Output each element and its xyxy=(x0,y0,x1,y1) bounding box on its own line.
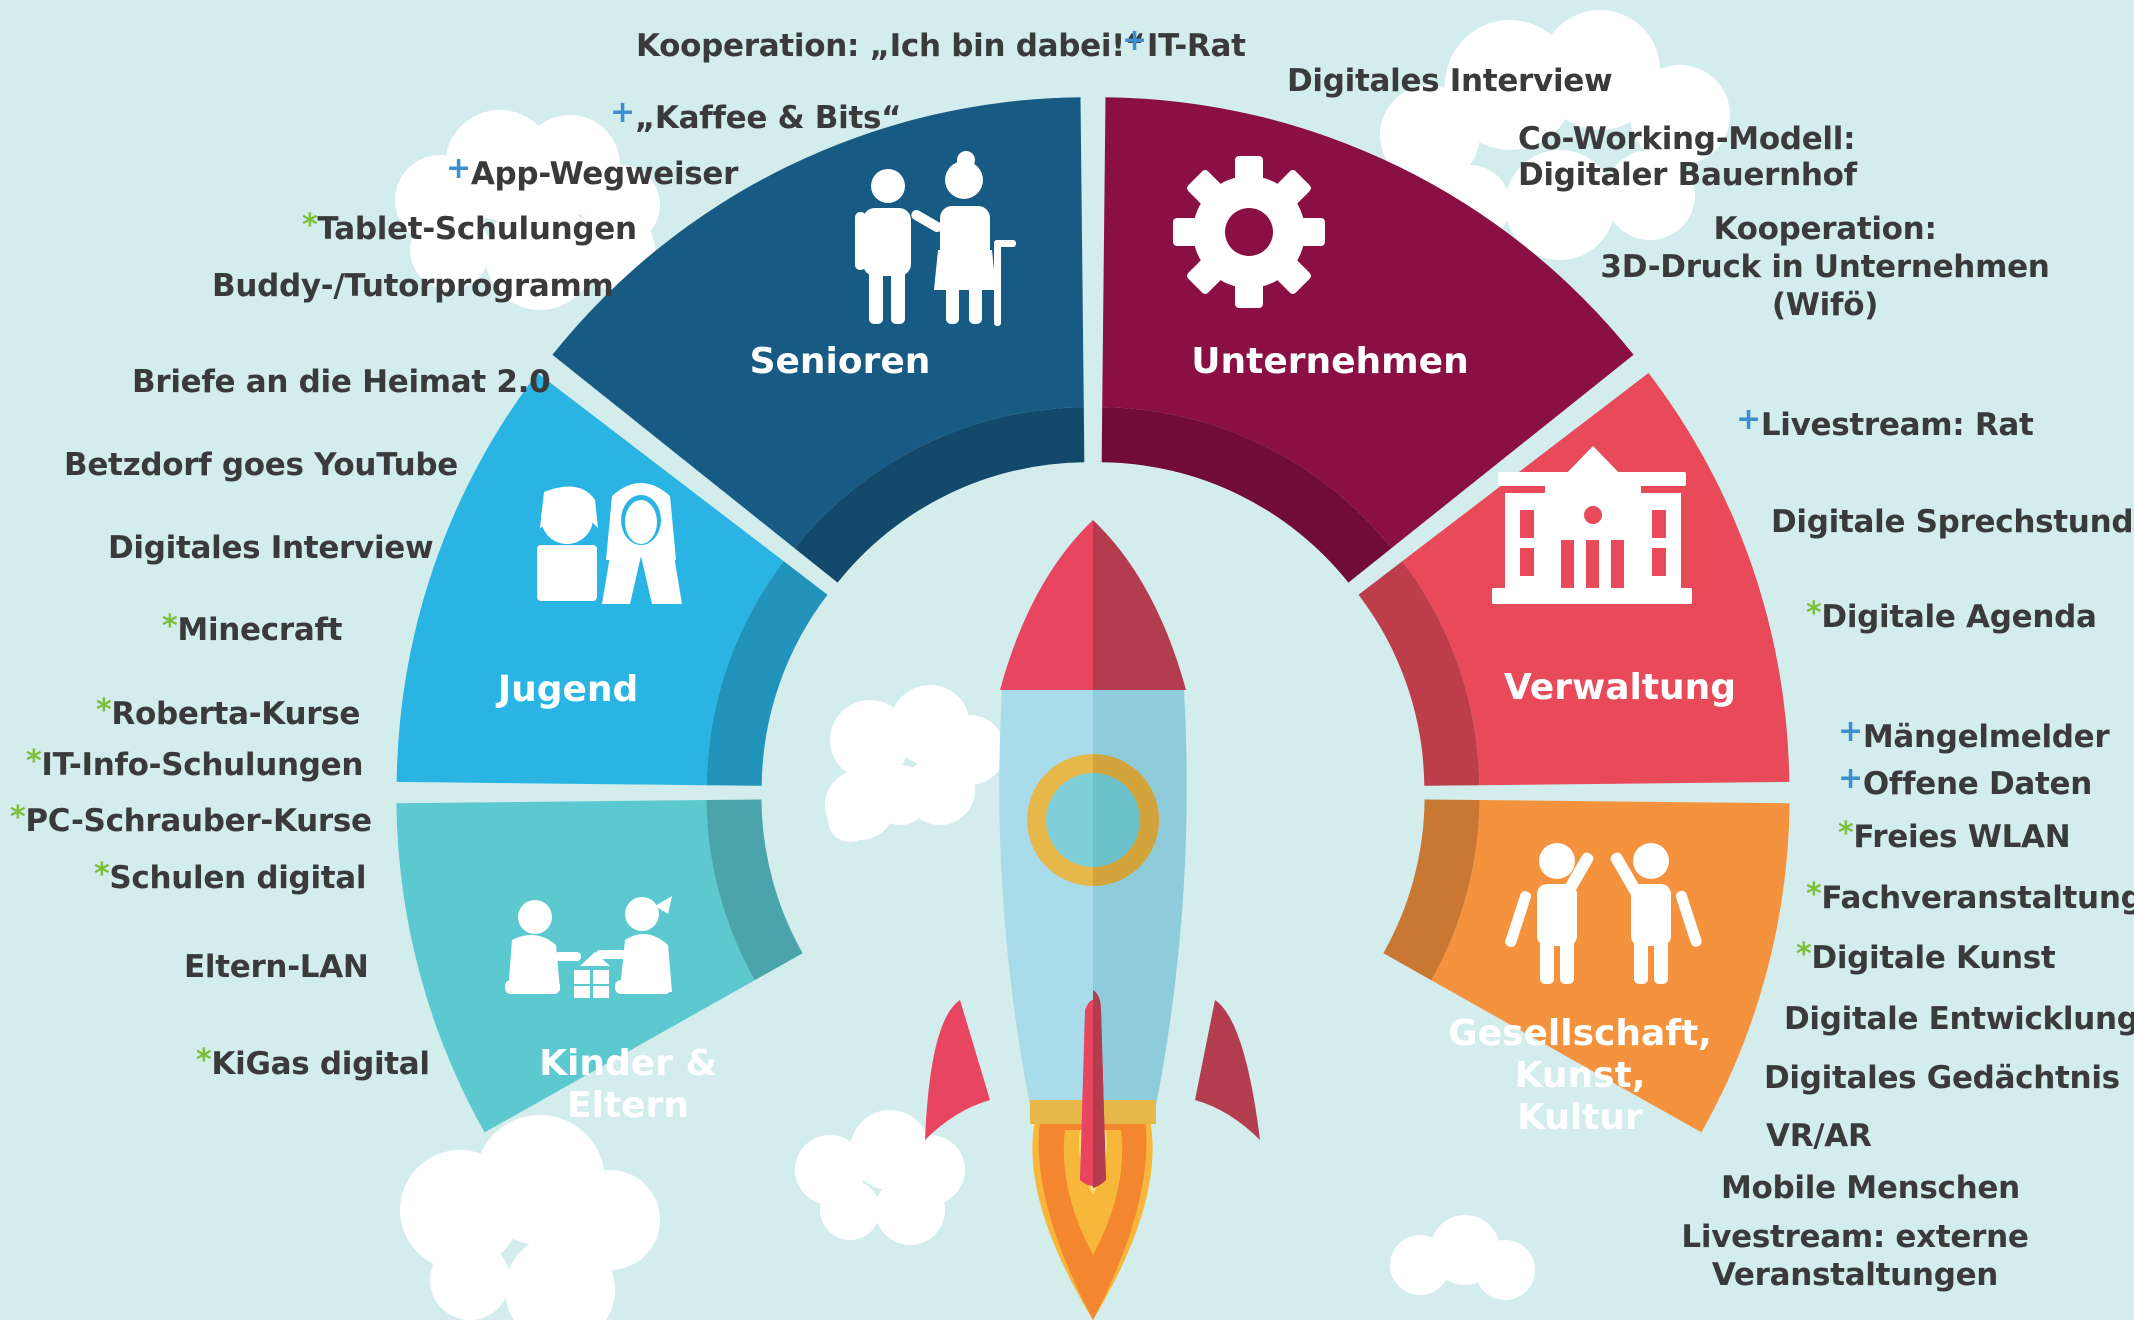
segment-label-verwaltung: Verwaltung xyxy=(1503,667,1737,708)
cloud xyxy=(795,1110,965,1245)
cloud xyxy=(1380,10,1730,260)
cloud xyxy=(1390,1215,1535,1300)
label-mobile-menschen: Mobile Menschen xyxy=(1721,1170,2020,1206)
star-marker: * xyxy=(302,208,318,243)
segment-label-gesellschaft: Gesellschaft, Kunst, Kultur xyxy=(1448,1013,1712,1138)
plus-marker: + xyxy=(610,95,635,130)
high-five-icon xyxy=(1505,843,1702,984)
rocket-nose-right xyxy=(1093,520,1186,690)
segment-label-senioren: Senioren xyxy=(749,341,931,382)
segment-gesellschaft xyxy=(1383,799,1790,1133)
clouds xyxy=(395,10,1730,1320)
seniors-icon xyxy=(855,151,1016,326)
label-app-wegweiser: +App-Wegweiser xyxy=(446,151,739,192)
label-digitale-kunst: *Digitale Kunst xyxy=(1796,937,2056,976)
label-digitales-gedaechtnis: Digitales Gedächtnis xyxy=(1764,1060,2120,1096)
youth-icon xyxy=(537,483,682,604)
label-betzdorf-youtube: Betzdorf goes YouTube xyxy=(64,447,459,483)
star-marker: * xyxy=(26,744,42,779)
label-kigas-digital: *KiGas digital xyxy=(196,1043,430,1082)
segment-label-unternehmen: Unternehmen xyxy=(1191,341,1469,382)
label-it-rat: +IT-Rat xyxy=(1122,23,1246,64)
rocket-illustration xyxy=(925,520,1260,1320)
label-livestream-rat: +Livestream: Rat xyxy=(1736,402,2034,443)
star-marker: * xyxy=(1796,937,1812,972)
rocket-nose-left xyxy=(1000,520,1093,690)
cloud xyxy=(825,765,930,842)
plus-marker: + xyxy=(1838,761,1863,796)
star-marker: * xyxy=(1806,596,1822,631)
label-digitales-interview-left: Digitales Interview xyxy=(108,530,434,566)
label-freies-wlan: *Freies WLAN xyxy=(1838,816,2071,855)
label-vr-ar: VR/AR xyxy=(1766,1118,1872,1154)
label-digitale-sprechstunde: Digitale Sprechstunde xyxy=(1771,504,2134,540)
rocket-center-fin-shade xyxy=(1093,990,1106,1188)
label-eltern-lan: Eltern-LAN xyxy=(184,949,369,985)
plus-marker: + xyxy=(1122,23,1147,58)
star-marker: * xyxy=(196,1043,212,1078)
town-hall-icon xyxy=(1492,446,1692,604)
rocket-body-left xyxy=(999,690,1093,1105)
label-digitale-entwicklung: Digitale Entwicklung xyxy=(1784,1001,2134,1037)
label-buddy-tutor: Buddy-/Tutorprogramm xyxy=(212,268,614,304)
children-playing-icon xyxy=(505,896,672,998)
label-it-info: *IT-Info-Schulungen xyxy=(26,744,364,783)
star-marker: * xyxy=(96,693,112,728)
rocket-fin-right xyxy=(1195,1000,1260,1140)
label-schulen-digital: *Schulen digital xyxy=(94,857,367,896)
star-marker: * xyxy=(1806,877,1822,912)
segment-label-jugend: Jugend xyxy=(497,669,639,710)
star-marker: * xyxy=(162,609,178,644)
gear-icon xyxy=(1173,156,1325,308)
label-kooperation-3d: Kooperation: 3D-Druck in Unternehmen (Wi… xyxy=(1600,211,2050,323)
label-roberta: *Roberta-Kurse xyxy=(96,693,361,732)
star-marker: * xyxy=(10,800,26,835)
label-pc-schrauber: *PC-Schrauber-Kurse xyxy=(10,800,372,839)
label-digitales-interview-top: Digitales Interview xyxy=(1287,63,1613,99)
rocket-fin-left xyxy=(925,1000,990,1140)
plus-marker: + xyxy=(1838,714,1863,749)
segment-kinder-eltern xyxy=(396,799,803,1133)
rocket-window-shade xyxy=(1093,773,1140,867)
plus-marker: + xyxy=(446,151,471,186)
label-livestream-extern: Livestream: externe Veranstaltungen xyxy=(1681,1219,2029,1293)
cloud xyxy=(395,110,660,310)
label-coworking: Co-Working-Modell: Digitaler Bauernhof xyxy=(1518,121,1857,193)
label-kooperation-dabei: Kooperation: „Ich bin dabei!“ xyxy=(636,28,1146,64)
cloud xyxy=(400,1115,660,1320)
label-briefe-heimat: Briefe an die Heimat 2.0 xyxy=(132,364,551,400)
rocket-body-right xyxy=(1093,690,1187,1105)
label-fachveranstaltung: *Fachveranstaltung xyxy=(1806,877,2134,916)
label-kaffee-bits: +„Kaffee & Bits“ xyxy=(610,95,902,136)
star-marker: * xyxy=(94,857,110,892)
label-maengelmelder: +Mängelmelder xyxy=(1838,714,2110,755)
star-marker: * xyxy=(1838,816,1854,851)
label-digitale-agenda: *Digitale Agenda xyxy=(1806,596,2097,635)
segment-label-kinder-eltern: Kinder & Eltern xyxy=(539,1043,717,1126)
plus-marker: + xyxy=(1736,402,1761,437)
label-tablet-schulungen: *Tablet-Schulungen xyxy=(302,208,637,247)
label-offene-daten: +Offene Daten xyxy=(1838,761,2093,802)
label-minecraft: *Minecraft xyxy=(162,609,343,648)
